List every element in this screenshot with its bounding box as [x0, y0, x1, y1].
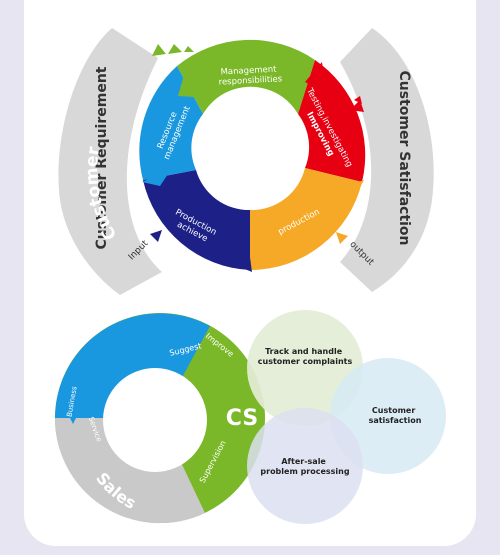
- cycle-center: [195, 100, 305, 210]
- arrow-tab-icon: [194, 350, 210, 372]
- customer-satisfaction-band: [340, 28, 434, 292]
- management-label: Management responsibilities: [218, 64, 283, 87]
- customer-requirement-label: Customer Requirement: [94, 66, 110, 249]
- arrow-tab-icon: [340, 180, 364, 206]
- customer-satisfaction-label: Customer Satisfaction: [396, 70, 412, 245]
- process-cycle: Customer Requirement Input Customer Sati…: [58, 28, 434, 295]
- satisfaction-label: Customer satisfaction: [369, 406, 422, 425]
- arrow-tab-icon: [142, 168, 172, 186]
- output-arrow-icon: [336, 232, 348, 244]
- cycle-center: [103, 368, 207, 472]
- after-sale-label: After-sale problem processing: [260, 457, 349, 476]
- arrow-tab-icon: [178, 68, 210, 98]
- arrow-tab-icon: [305, 62, 326, 92]
- cs-label: CS: [226, 406, 258, 431]
- after-sale-circle: [247, 408, 363, 524]
- customer-requirement-band: [58, 28, 162, 295]
- segment-management: [177, 39, 315, 114]
- service-cycle: Track and handle customer complaints Cus…: [54, 145, 446, 524]
- arrow-tab-icon: [66, 410, 80, 424]
- arrow-tab-icon: [228, 228, 252, 272]
- segment-production-achieve: [143, 170, 250, 270]
- complaints-label: Track and handle customer complaints: [258, 347, 353, 366]
- green-arrow-marks-icon: [152, 44, 194, 56]
- segment-testing: [298, 60, 366, 182]
- input-arrow-icon: [150, 230, 162, 242]
- arrow-tab-icon: [190, 476, 208, 490]
- segment-production: [250, 168, 362, 271]
